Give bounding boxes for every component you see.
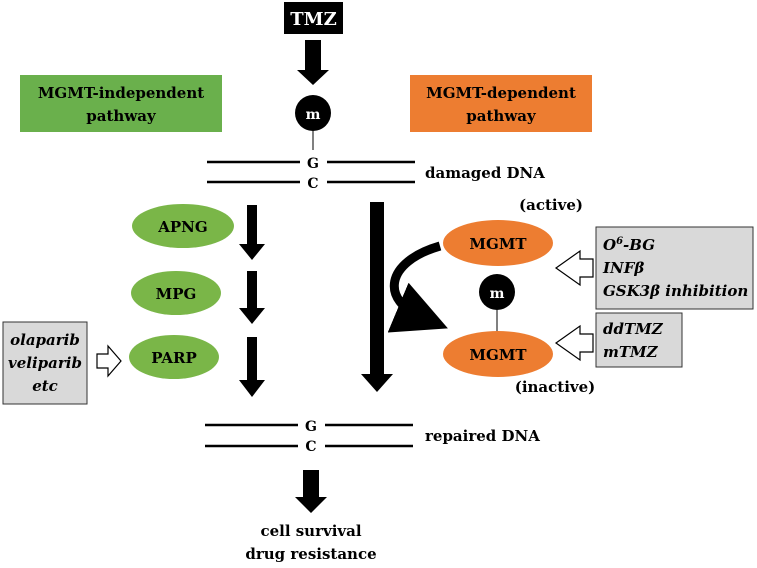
parp-label: PARP [151,349,197,367]
independent-pathway-line1: MGMT-independent [38,84,204,102]
mgmt-active [443,220,553,266]
outcome-cell-survival: cell survival [260,522,361,540]
inhibitor-etc: etc [32,377,58,395]
inhibitor-veliparib: veliparib [8,354,82,372]
dependent-pathway-box [410,75,592,132]
mpg-enzyme [131,271,221,315]
left-arrow-2 [239,271,265,324]
inhibitor-olaparib: olaparib [10,331,80,349]
inhibitor-ddtmz: ddTMZ [603,320,664,338]
apng-label: APNG [157,218,207,236]
independent-pathway-line2: pathway [86,107,157,125]
damaged-dna-base-c: C [307,176,318,192]
inhibitor-hollow-arrow-right-1 [554,249,594,287]
mgmt-inhibitor-box-2 [595,312,683,368]
apng-enzyme [132,204,234,248]
left-arrow-1 [239,205,265,260]
parp-enzyme [129,335,219,379]
repaired-dna [205,423,413,448]
mgmt-inhibitor-box-1 [595,226,754,310]
dependent-pathway-line1: MGMT-dependent [426,84,576,102]
independent-pathway-box [20,75,222,132]
mgmt-active-label: (active) [519,196,583,214]
left-arrow-3 [239,337,265,397]
repaired-dna-label: repaired DNA [425,427,540,445]
damaged-dna-base-g: G [307,156,319,172]
inhibitor-o6bg: O6-BG [603,236,655,254]
inhibitor-infb: INFβ [602,259,644,277]
inhibitor-mtmz: mTMZ [603,343,659,361]
parp-inhibitor-box [2,321,88,405]
tmz-label: TMZ [290,9,336,30]
methyl-circle-top [295,95,331,131]
repaired-dna-base-g: G [305,419,317,435]
inhibitor-hollow-arrow-left [96,344,122,378]
repaired-dna-base-c: C [305,439,316,455]
methyl-circle-mgmt [479,274,515,310]
outcome-arrow [295,470,327,513]
inhibitor-hollow-arrow-right-2 [554,324,594,362]
methyl-label-mgmt: m [490,286,505,302]
dependent-pathway-line2: pathway [466,107,537,125]
inhibitor-gsk3b: GSK3β inhibition [603,282,748,300]
mgmt-active-name: MGMT [469,235,527,253]
methyl-transfer-curve [387,241,448,333]
mgmt-inactive-name: MGMT [469,346,527,364]
mgmt-inactive-label: (inactive) [515,378,596,396]
tmz-box [284,2,343,34]
right-repair-arrow [361,202,393,392]
mgmt-inactive [443,331,553,377]
damaged-dna [207,160,415,184]
tmz-arrow [297,40,329,85]
damaged-dna-label: damaged DNA [425,164,545,182]
outcome-drug-resistance: drug resistance [245,545,376,563]
methyl-label-top: m [306,107,321,123]
mpg-label: MPG [156,285,197,303]
